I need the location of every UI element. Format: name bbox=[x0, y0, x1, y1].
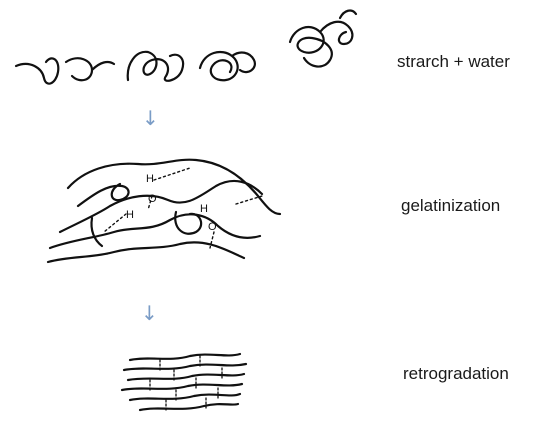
atom-label-h3: H bbox=[200, 203, 208, 215]
atom-label-h2: H bbox=[126, 209, 134, 221]
retro-chain-1 bbox=[130, 354, 240, 360]
gel-chain-upper bbox=[78, 184, 129, 206]
atom-label-h1: H bbox=[146, 173, 154, 185]
process-arrow-1: ↓ bbox=[142, 108, 159, 128]
atom-label-o1: O bbox=[148, 193, 157, 205]
gel-chain-bottom bbox=[48, 242, 244, 262]
retro-chain-6 bbox=[140, 404, 238, 410]
retro-chain-3 bbox=[128, 374, 244, 380]
starch-chains-illustration bbox=[16, 11, 356, 84]
starch-chain-5-tail bbox=[340, 11, 356, 18]
gel-chain-lower bbox=[50, 214, 260, 248]
atom-label-o2: O bbox=[208, 221, 217, 233]
retro-chain-5 bbox=[130, 394, 240, 400]
starch-chain-2 bbox=[66, 58, 114, 80]
stage-label-gelatinization: gelatinization bbox=[401, 196, 500, 216]
hydrogen-bond-1 bbox=[154, 168, 190, 180]
stage-label-retrogradation: retrogradation bbox=[403, 364, 509, 384]
starch-chain-3 bbox=[128, 52, 183, 81]
retrogradation-illustration bbox=[122, 354, 246, 410]
retro-chain-4 bbox=[122, 384, 242, 390]
gel-chain-tail bbox=[91, 218, 102, 246]
starch-chain-4 bbox=[200, 52, 255, 80]
gelatinization-illustration bbox=[48, 160, 280, 262]
gel-chain-top bbox=[68, 160, 280, 214]
starch-chain-1 bbox=[16, 58, 58, 83]
starch-chain-5 bbox=[290, 22, 352, 67]
process-arrow-2: ↓ bbox=[141, 303, 158, 323]
atom-labels: H O H H O bbox=[126, 173, 217, 233]
stage-label-starch-water: strarch + water bbox=[397, 52, 510, 72]
retro-chain-2 bbox=[124, 364, 246, 370]
